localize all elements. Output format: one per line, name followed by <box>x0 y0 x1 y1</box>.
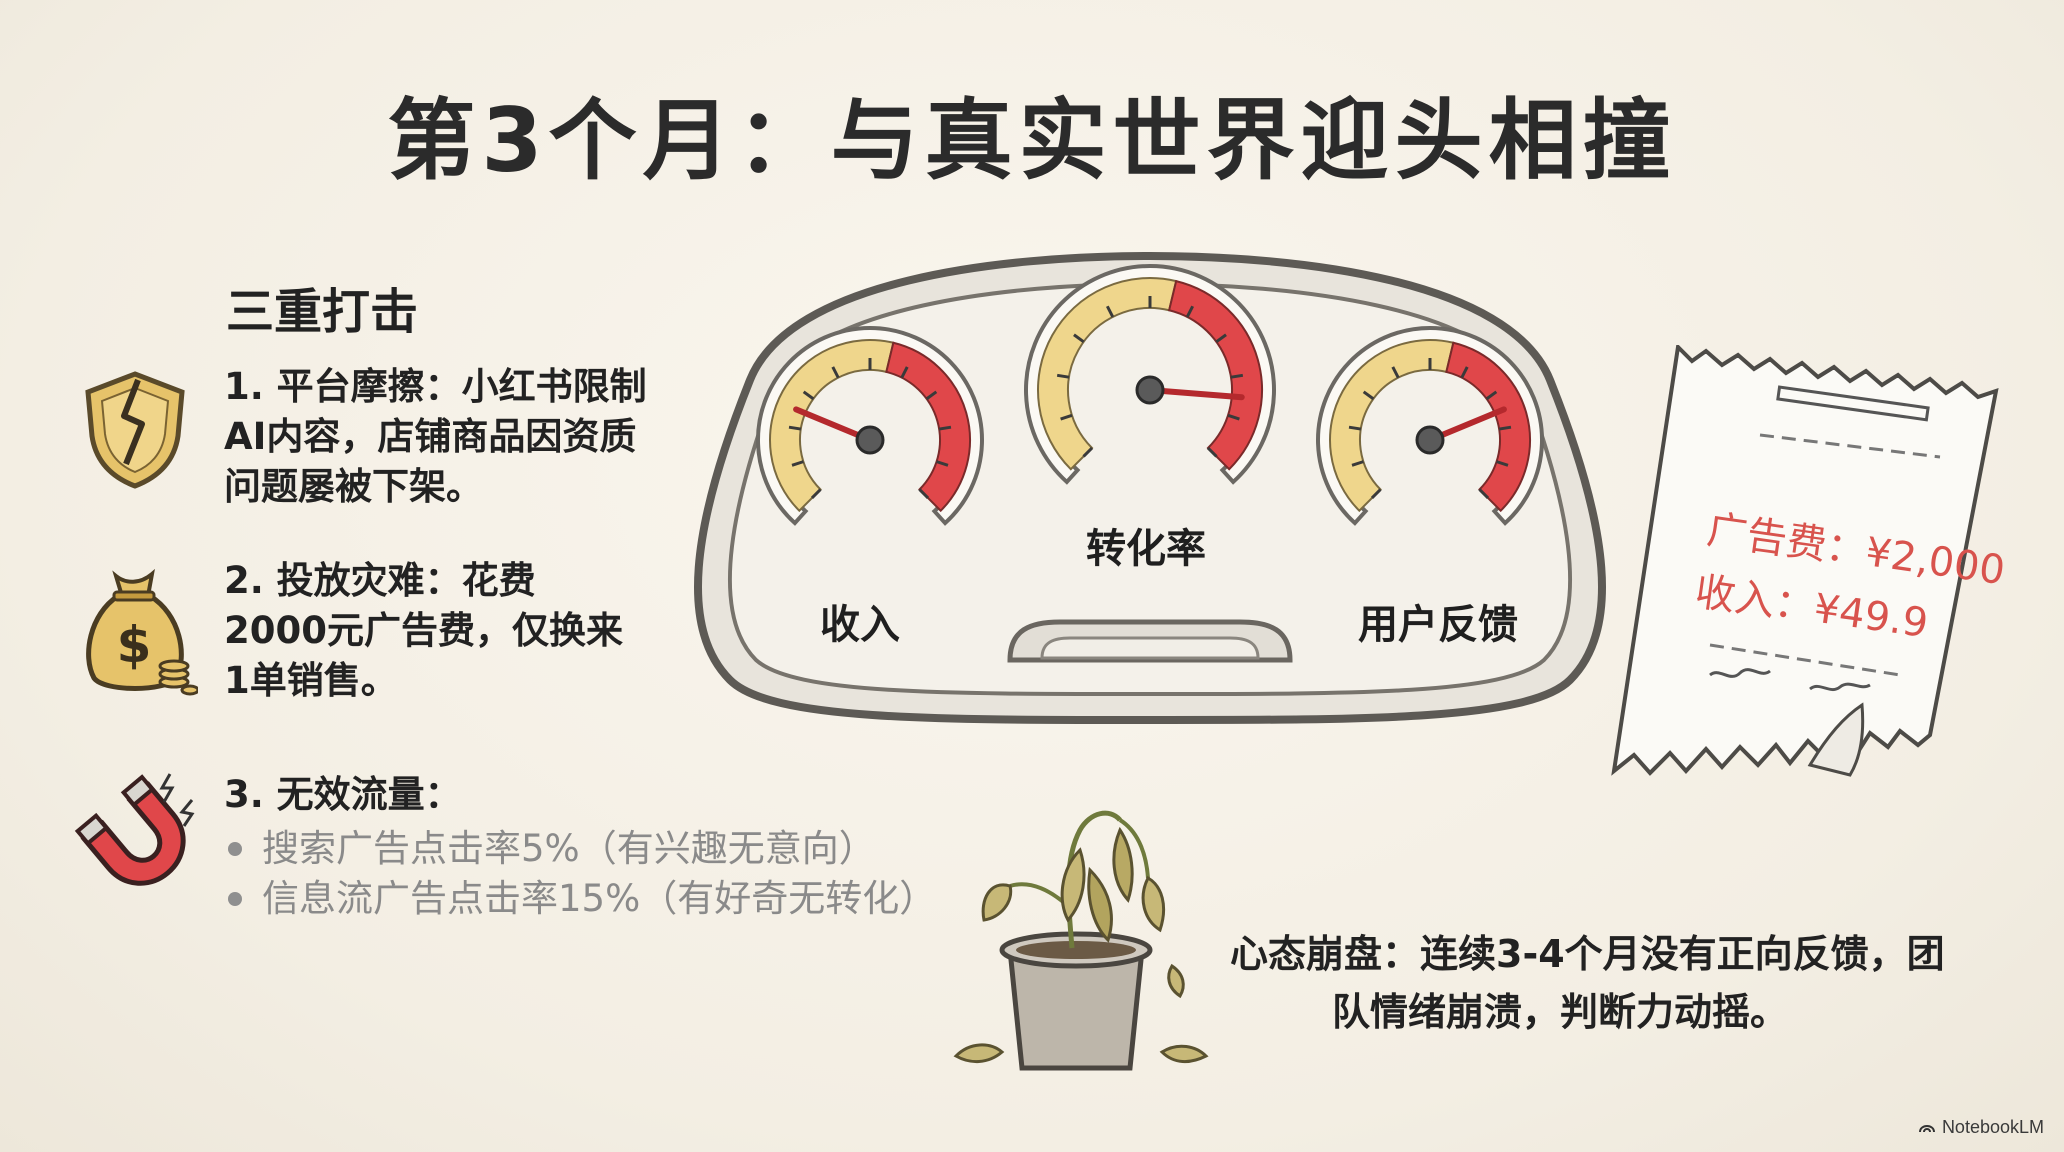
point-line: 1单销售。 <box>224 659 398 702</box>
broken-shield-icon <box>80 368 190 496</box>
point-platform-friction: 1. 平台摩擦：小红书限制 AI内容，店铺商品因资质 问题屡被下架。 <box>224 362 647 512</box>
point-line: 2000元广告费，仅换来 <box>224 609 623 652</box>
gauge-tick <box>791 460 804 467</box>
gauge-tick <box>1056 373 1070 379</box>
gauge-tick <box>1105 305 1115 318</box>
page-title: 第3个月：与真实世界迎头相撞 <box>387 89 1677 192</box>
dashboard: 收入 转化率 用户反馈 <box>670 250 1630 744</box>
gauge-label-revenue: 收入 <box>820 602 900 648</box>
gauge-tick <box>1478 488 1490 500</box>
gauge-tick <box>1227 413 1240 421</box>
gauge-tick <box>1185 305 1195 318</box>
gauge-yellow-zone-feedback <box>1329 339 1455 513</box>
sub-item-feed-ad: 信息流广告点击率15%（有好奇无转化） <box>224 874 936 924</box>
mindset-line: 队情绪崩溃，判断力动摇。 <box>1332 990 1789 1034</box>
gauge-tick <box>802 390 815 401</box>
bullet-dot <box>228 842 242 856</box>
mindset-text: 心态崩盘：连续3-4个月没有正向反馈，团 队情绪崩溃，判断力动摇。 <box>1230 925 1990 1041</box>
gauge-tick <box>1082 446 1094 458</box>
gauge-tick <box>1348 425 1362 431</box>
point-ad-disaster: 2. 投放灾难：花费 2000元广告费，仅换来 1单销售。 <box>224 556 623 706</box>
point-line: 3. 无效流量： <box>224 773 462 816</box>
receipt-paper <box>1611 342 1999 777</box>
gauge-tick <box>936 460 949 467</box>
gauge-tick <box>1496 460 1509 467</box>
gauge-tick <box>1351 460 1364 467</box>
gauge-tick <box>918 488 930 500</box>
gauge-tick <box>1206 446 1218 458</box>
gauge-tick <box>831 366 840 379</box>
dashboard-frame <box>694 251 1606 724</box>
mindset-line: 心态崩盘：连续3-4个月没有正向反馈，团 <box>1230 932 1945 976</box>
gauge-tick <box>1230 373 1244 379</box>
sub-item-text: 信息流广告点击率15%（有好奇无转化） <box>262 877 937 920</box>
gauge-tick <box>900 366 909 379</box>
gauge-tick <box>1362 390 1375 401</box>
money-bag-icon: $ <box>78 566 200 704</box>
gauge-tick <box>938 425 952 431</box>
wilted-plant-icon <box>940 790 1240 1094</box>
bullet-dot <box>228 892 242 906</box>
gauge-red-zone-revenue <box>885 341 971 513</box>
point-line: 2. 投放灾难：花费 <box>224 559 536 602</box>
gauge-tick <box>1460 366 1469 379</box>
gauge-tick <box>925 390 938 401</box>
gauge-label-feedback: 用户反馈 <box>1358 602 1518 648</box>
brand-name: NotebookLM <box>1941 1117 2044 1137</box>
gauge-hub-feedback <box>1415 425 1445 455</box>
gauge-tick <box>1498 425 1512 431</box>
receipt: 广告费：¥2,000 收入：¥49.9 <box>1600 342 2010 819</box>
gauge-hub-conversion <box>1135 375 1165 405</box>
sub-item-text: 搜索广告点击率5%（有兴趣无意向） <box>262 827 876 870</box>
notebook-logo-icon <box>1918 1117 1936 1138</box>
gauge-tick <box>788 425 802 431</box>
gauge-yellow-zone-revenue <box>769 339 895 513</box>
brand-watermark: NotebookLM <box>1918 1117 2044 1138</box>
gauge-red-zone-feedback <box>1445 341 1531 513</box>
gauge-red-zone-conversion <box>1167 279 1263 471</box>
point-invalid-traffic: 3. 无效流量： 搜索广告点击率5%（有兴趣无意向） 信息流广告点击率15%（有… <box>224 770 936 924</box>
gauge-label-conversion: 转化率 <box>1086 526 1206 572</box>
point-line: AI内容，店铺商品因资质 <box>224 415 637 458</box>
gauge-tick <box>1073 333 1085 344</box>
gauge-tick <box>1060 413 1073 421</box>
gauge-tick <box>810 488 822 500</box>
gauge-tick <box>1215 333 1227 344</box>
sub-item-search-ad: 搜索广告点击率5%（有兴趣无意向） <box>224 824 936 874</box>
gauge-hub-revenue <box>855 425 885 455</box>
gauge-needle-conversion <box>1147 387 1245 401</box>
gauge-tick <box>1370 488 1382 500</box>
svg-text:$: $ <box>117 616 152 674</box>
gauge-tick <box>1391 366 1400 379</box>
gauge-tick <box>1485 390 1498 401</box>
point-line: 问题屡被下架。 <box>224 465 483 508</box>
section-heading: 三重打击 <box>226 284 419 340</box>
magnet-icon <box>74 766 204 900</box>
point-line: 1. 平台摩擦：小红书限制 <box>224 365 647 408</box>
